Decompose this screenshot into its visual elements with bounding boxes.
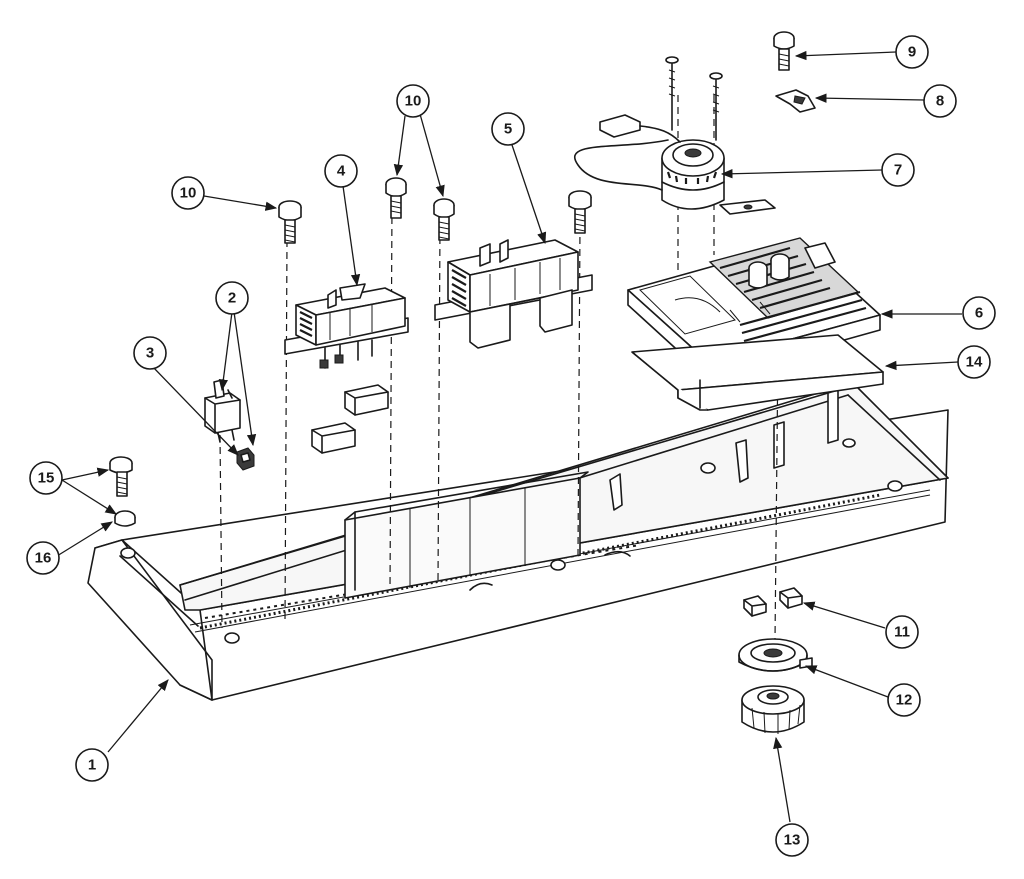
part-8-bracket <box>775 89 816 113</box>
callout-11: 11 <box>885 615 919 649</box>
callout-10-left: 10 <box>171 176 205 210</box>
part-9-screw <box>773 31 795 71</box>
spacer-blocks <box>311 384 389 454</box>
callout-7: 7 <box>881 153 915 187</box>
callout-3: 3 <box>133 336 167 370</box>
callout-13: 13 <box>775 823 809 857</box>
part-15-screw <box>109 456 133 497</box>
callout-label: 10 <box>180 185 197 202</box>
part-11-nuts <box>743 587 803 617</box>
callout-6: 6 <box>962 296 996 330</box>
part-7-timer <box>574 56 776 215</box>
screws-10 <box>278 177 592 244</box>
callout-5: 5 <box>491 112 525 146</box>
part-13-knob <box>741 685 805 734</box>
callout-label: 16 <box>35 550 52 567</box>
callout-1: 1 <box>75 748 109 782</box>
callout-label: 5 <box>504 121 512 138</box>
callout-label: 6 <box>975 305 983 322</box>
callout-label: 7 <box>894 162 902 179</box>
part-1-console-housing <box>87 384 949 701</box>
callout-label: 2 <box>228 290 236 307</box>
callout-label: 8 <box>936 93 944 110</box>
callout-label: 9 <box>908 44 916 61</box>
callout-8: 8 <box>923 84 957 118</box>
callout-16: 16 <box>26 541 60 575</box>
callout-12: 12 <box>887 683 921 717</box>
part-14-plate <box>631 334 884 411</box>
callout-15: 15 <box>29 461 63 495</box>
callout-label: 11 <box>894 624 910 641</box>
callout-label: 4 <box>337 163 346 180</box>
callout-label: 1 <box>88 757 96 774</box>
callout-label: 14 <box>966 354 983 371</box>
part-3-clip <box>236 447 255 471</box>
callout-label: 10 <box>405 93 422 110</box>
callout-10-top: 10 <box>396 84 430 118</box>
part-16-washer <box>114 510 136 527</box>
callout-label: 12 <box>896 692 913 709</box>
callout-9: 9 <box>895 35 929 69</box>
part-4-relay <box>284 283 409 369</box>
part-5-relay <box>434 239 593 349</box>
callout-label: 15 <box>38 470 55 487</box>
callout-label: 3 <box>146 345 154 362</box>
callout-4: 4 <box>324 154 358 188</box>
callout-14: 14 <box>957 345 991 379</box>
callout-2: 2 <box>215 281 249 315</box>
leader-lines <box>56 50 962 823</box>
callout-label: 13 <box>784 832 801 849</box>
part-12-dial-skirt <box>738 638 813 672</box>
